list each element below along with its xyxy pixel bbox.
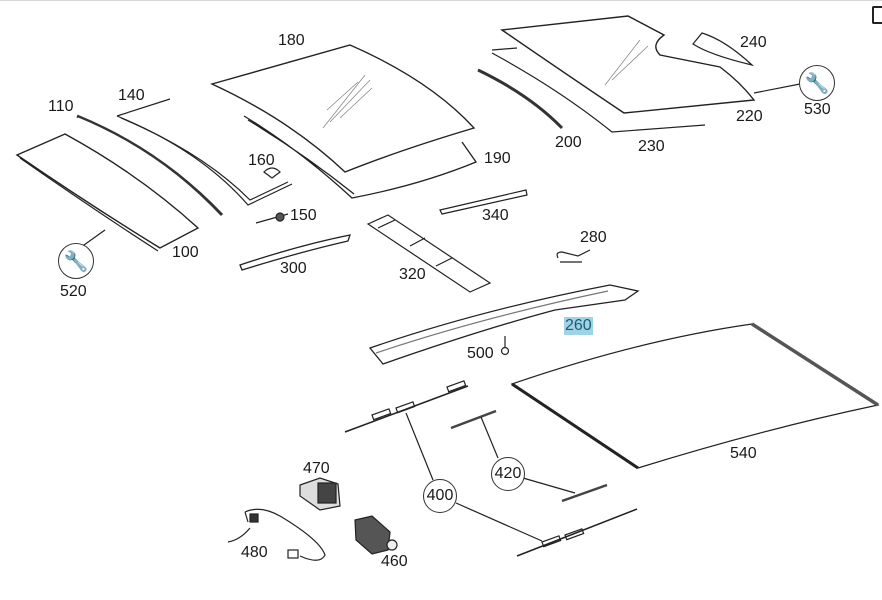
part-150-drawing: [255, 212, 289, 224]
callout-400[interactable]: 400: [423, 479, 457, 513]
tool-530-circle[interactable]: 🔧: [799, 65, 835, 101]
callout-420[interactable]: 420: [491, 457, 525, 491]
wrench-icon: 🔧: [63, 250, 89, 273]
label-110[interactable]: 110: [48, 98, 74, 115]
label-300[interactable]: 300: [280, 260, 307, 277]
label-480[interactable]: 480: [241, 544, 268, 561]
part-110-drawing: [76, 114, 224, 217]
label-260-highlighted[interactable]: 260: [564, 317, 593, 335]
part-190-drawing: [243, 115, 477, 199]
label-340[interactable]: 340: [482, 207, 509, 224]
part-260-drawing: [368, 284, 640, 365]
part-320-drawing: [366, 214, 492, 293]
label-220[interactable]: 220: [736, 108, 763, 125]
part-400-drawing: [344, 380, 638, 557]
part-230-drawing: [491, 47, 706, 133]
label-520[interactable]: 520: [60, 283, 87, 300]
label-140[interactable]: 140: [118, 87, 145, 104]
part-470-drawing: [299, 477, 341, 511]
wrench-icon: 🔧: [804, 72, 830, 95]
part-160-drawing: [263, 167, 281, 179]
label-240[interactable]: 240: [740, 34, 767, 51]
label-200[interactable]: 200: [555, 134, 582, 151]
label-230[interactable]: 230: [638, 138, 665, 155]
top-border: [0, 0, 882, 1]
label-160[interactable]: 160: [248, 152, 275, 169]
tool-520-circle[interactable]: 🔧: [58, 243, 94, 279]
part-540-drawing: [510, 322, 880, 470]
label-500[interactable]: 500: [467, 345, 494, 362]
label-100[interactable]: 100: [172, 244, 199, 261]
part-200-drawing: [477, 68, 564, 130]
part-140-drawing: [116, 98, 293, 206]
part-300-drawing: [239, 234, 351, 271]
label-530[interactable]: 530: [804, 101, 831, 118]
part-180-drawing: [209, 44, 476, 173]
part-100-drawing: [15, 133, 200, 252]
part-340-drawing: [439, 189, 528, 215]
label-280[interactable]: 280: [580, 229, 607, 246]
label-180[interactable]: 180: [278, 32, 305, 49]
leader-530: [753, 83, 801, 94]
part-480-drawing: [227, 508, 326, 561]
label-540[interactable]: 540: [730, 445, 757, 462]
label-190[interactable]: 190: [484, 150, 511, 167]
corner-icon[interactable]: [872, 6, 882, 24]
part-220-drawing: [500, 15, 756, 114]
part-280-drawing: [556, 249, 591, 263]
label-460[interactable]: 460: [381, 553, 408, 570]
part-240-drawing: [692, 32, 755, 67]
label-150[interactable]: 150: [290, 207, 317, 224]
part-460-drawing: [354, 515, 398, 555]
part-420-drawing: [450, 409, 608, 503]
part-500-drawing: [500, 336, 510, 356]
label-320[interactable]: 320: [399, 266, 426, 283]
label-470[interactable]: 470: [303, 460, 330, 477]
